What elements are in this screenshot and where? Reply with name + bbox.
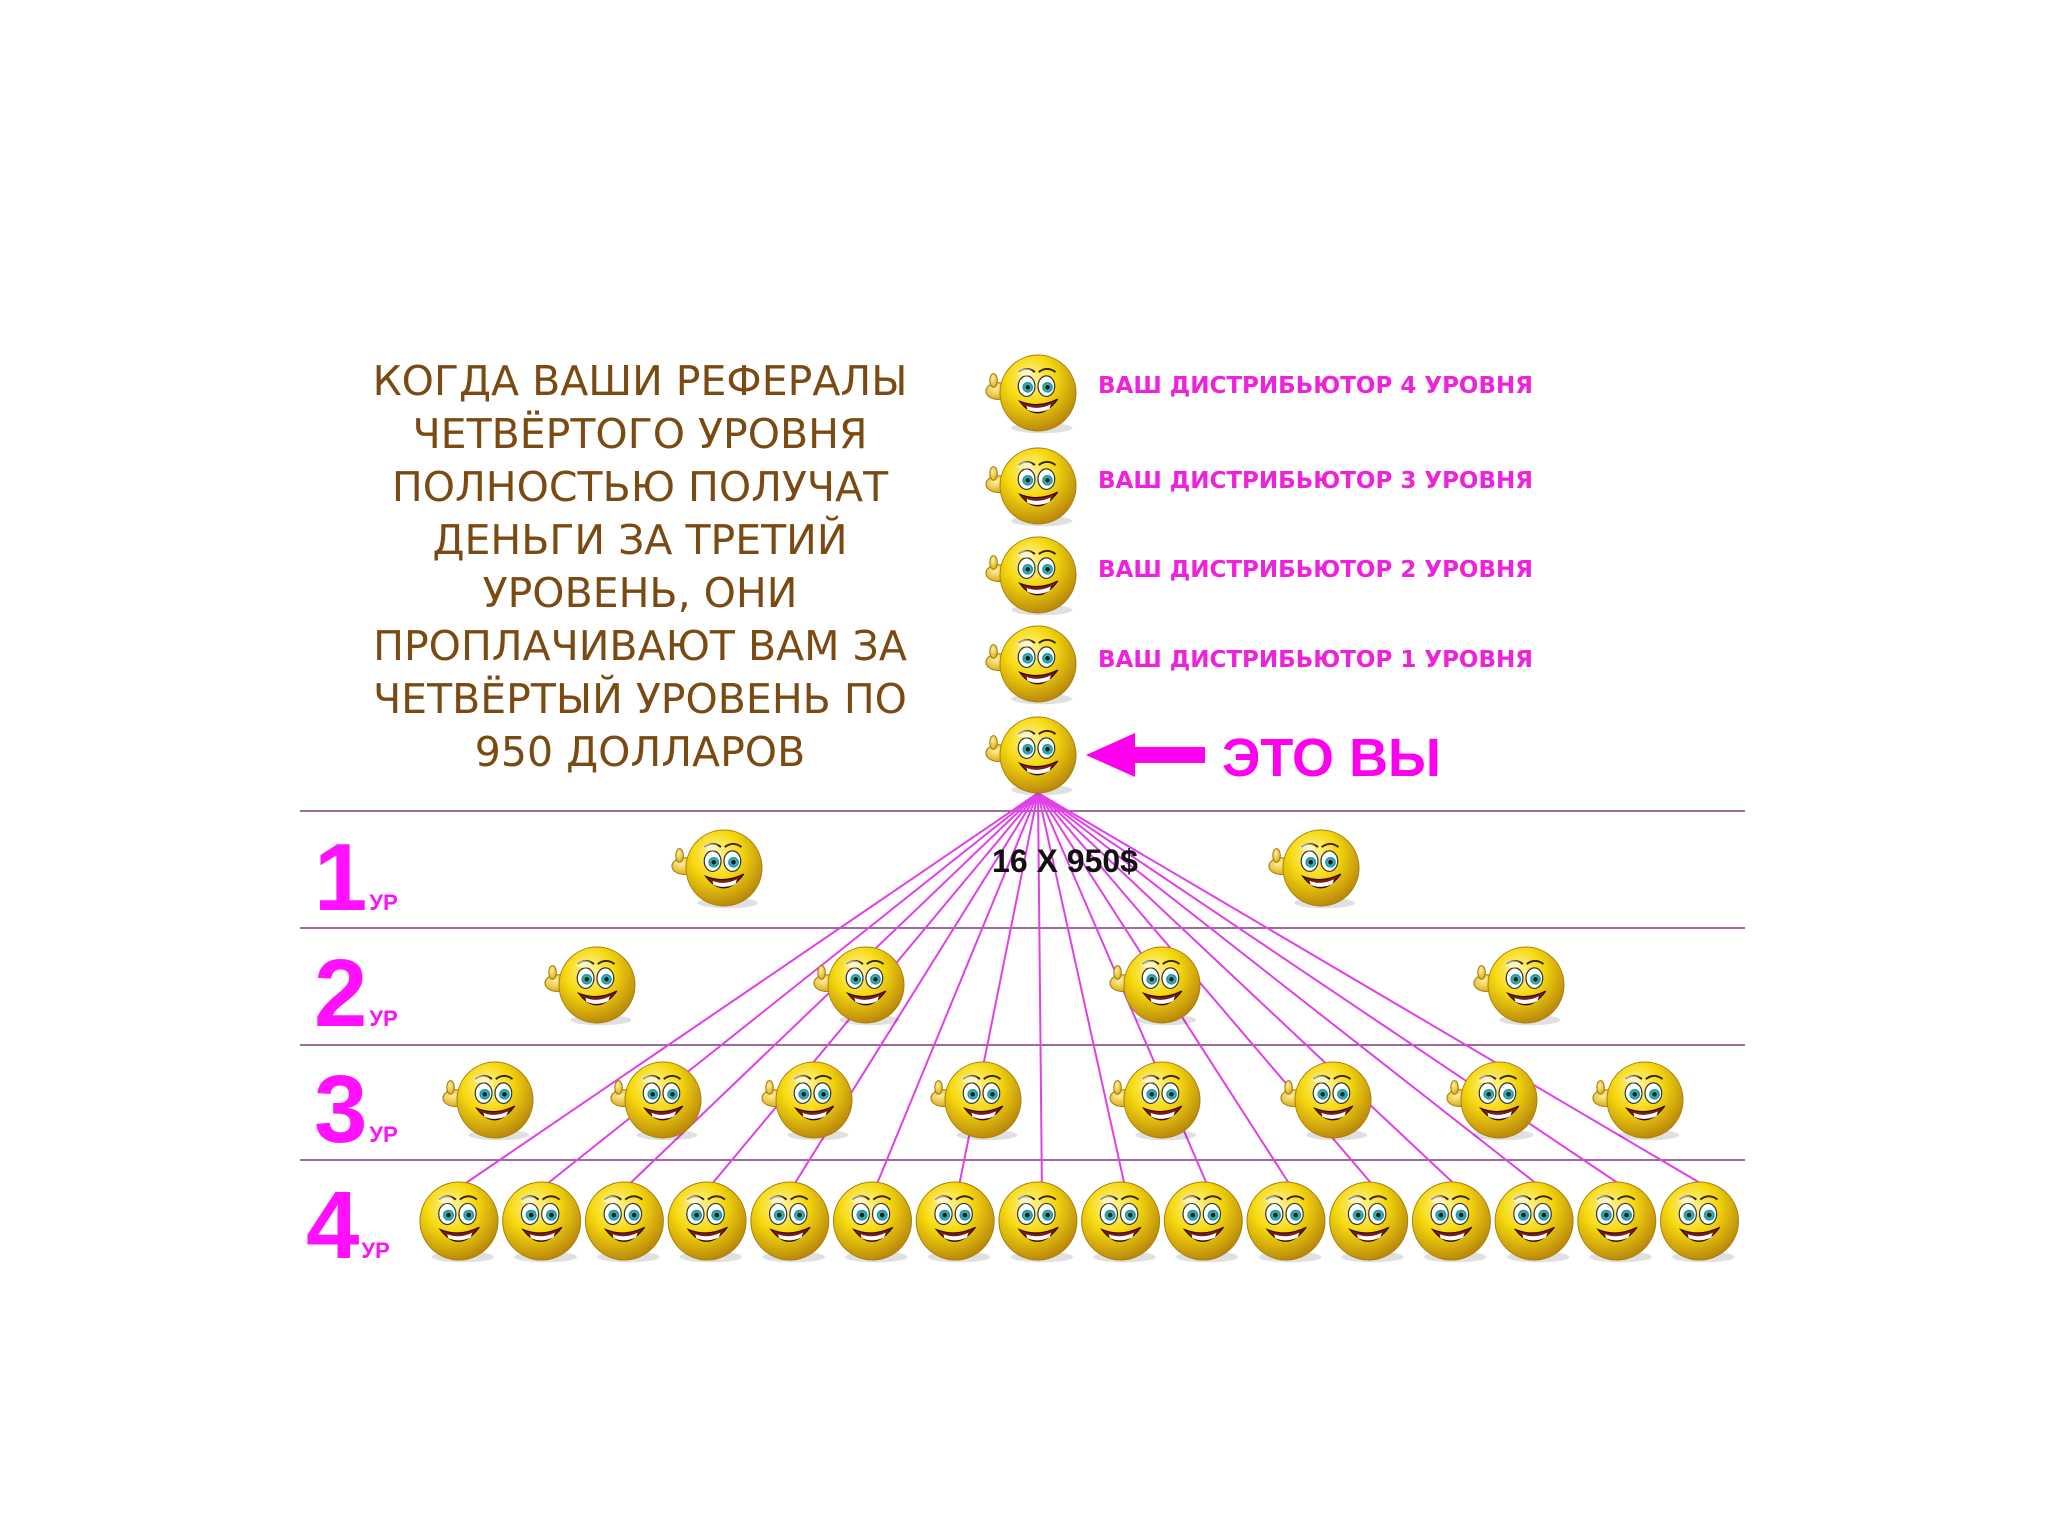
- level-suffix: УР: [361, 1238, 390, 1263]
- intro-line: ДЕНЬГИ ЗА ТРЕТИЙ: [432, 516, 848, 564]
- level-suffix: УР: [369, 1006, 398, 1031]
- upline-label-level-2: ВАШ ДИСТРИБЬЮТОР 2 УРОВНЯ: [1098, 557, 1533, 583]
- level-2-member-smiley: [544, 946, 636, 1026]
- level-4-member-smiley: [419, 1181, 499, 1263]
- level-number: 4: [306, 1172, 360, 1279]
- upline-label-level-3: ВАШ ДИСТРИБЬЮТОР 3 УРОВНЯ: [1098, 468, 1533, 494]
- intro-line: 950 ДОЛЛАРОВ: [474, 728, 806, 776]
- connector-line: [1037, 792, 1705, 1186]
- level-suffix: УР: [369, 890, 398, 915]
- upline-distributor-smiley: [985, 625, 1077, 705]
- level-4-member-smiley: [502, 1181, 582, 1263]
- level-3-member-smiley: [1592, 1061, 1684, 1141]
- level-3-member-smiley: [930, 1061, 1022, 1141]
- level-4-member-smiley: [1577, 1181, 1657, 1263]
- intro-line: ПОЛНОСТЬЮ ПОЛУЧАТ: [391, 463, 889, 511]
- level-4-member-smiley: [915, 1181, 995, 1263]
- upline-label-level-4: ВАШ ДИСТРИБЬЮТОР 4 УРОВНЯ: [1098, 373, 1533, 399]
- upline-label-level-1: ВАШ ДИСТРИБЬЮТОР 1 УРОВНЯ: [1098, 647, 1533, 673]
- level-number: 1: [314, 824, 368, 931]
- level-4-member-smiley: [584, 1181, 664, 1263]
- level-number: 2: [314, 940, 368, 1047]
- connector-line: [875, 792, 1039, 1186]
- level-3-member-smiley: [1280, 1061, 1372, 1141]
- intro-line: ЧЕТВЁРТОГО УРОВНЯ: [412, 410, 868, 458]
- upline-distributor-smiley: [985, 536, 1077, 616]
- intro-line: УРОВЕНЬ, ОНИ: [482, 569, 798, 617]
- level-1-label: 1УР: [314, 830, 398, 926]
- upline-distributor-smiley: [985, 447, 1077, 527]
- level-1-member-smiley: [671, 829, 763, 909]
- connector-line: [1037, 792, 1126, 1186]
- level-suffix: УР: [369, 1122, 398, 1147]
- connector-line: [1037, 792, 1539, 1186]
- payout-formula: 16 X 950$: [992, 843, 1138, 879]
- level-3-label: 3УР: [314, 1062, 398, 1158]
- intro-line: ПРОПЛАЧИВАЮТ ВАМ ЗА: [373, 622, 907, 670]
- level-1-member-smiley: [1268, 829, 1360, 909]
- level-4-member-smiley: [1411, 1181, 1491, 1263]
- connector-line: [1037, 792, 1043, 1186]
- level-4-member-smiley: [750, 1181, 830, 1263]
- level-4-member-smiley: [998, 1181, 1078, 1263]
- level-4-member-smiley: [1329, 1181, 1409, 1263]
- arrow-left-icon: [1086, 733, 1205, 777]
- level-number: 3: [314, 1056, 368, 1163]
- level-2-label: 2УР: [314, 946, 398, 1042]
- level-4-member-smiley: [833, 1181, 912, 1263]
- level-3-member-smiley: [1446, 1061, 1538, 1141]
- level-4-member-smiley: [1081, 1181, 1161, 1263]
- intro-line: КОГДА ВАШИ РЕФЕРАЛЫ: [372, 357, 908, 405]
- you-label: ЭТО ВЫ: [1222, 728, 1441, 788]
- you-smiley: [985, 716, 1077, 796]
- intro-line: ЧЕТВЁРТЫЙ УРОВЕНЬ ПО: [373, 675, 907, 723]
- level-2-member-smiley: [813, 946, 905, 1026]
- level-3-member-smiley: [761, 1061, 853, 1141]
- level-2-member-smiley: [1109, 946, 1201, 1026]
- level-2-member-smiley: [1473, 946, 1565, 1026]
- level-4-member-smiley: [1163, 1181, 1243, 1263]
- intro-text: КОГДА ВАШИ РЕФЕРАЛЫ ЧЕТВЁРТОГО УРОВНЯ ПО…: [300, 355, 980, 779]
- connector-line: [1037, 792, 1457, 1186]
- level-3-member-smiley: [442, 1061, 534, 1141]
- level-3-member-smiley: [610, 1061, 702, 1141]
- level-4-member-smiley: [1246, 1181, 1326, 1263]
- level-4-member-smiley: [1494, 1181, 1574, 1263]
- level-4-label: 4УР: [306, 1178, 390, 1274]
- level-4-member-smiley: [1660, 1181, 1739, 1263]
- member-smileys: [419, 354, 1739, 1263]
- connector-line: [462, 792, 1039, 1186]
- upline-distributor-smiley: [985, 354, 1077, 434]
- level-4-member-smiley: [667, 1181, 747, 1263]
- connector-line: [545, 792, 1039, 1186]
- level-3-member-smiley: [1109, 1061, 1201, 1141]
